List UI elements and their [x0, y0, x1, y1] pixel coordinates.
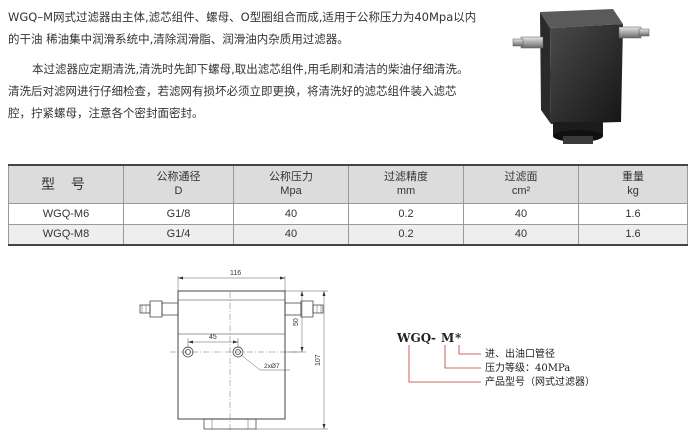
- cell-model: WGQ-M8: [8, 223, 124, 246]
- dim-width-label: 116: [230, 270, 241, 277]
- cell-precision: 0.2: [348, 202, 464, 225]
- cell-area: 40: [463, 202, 579, 225]
- cell-pressure: 40: [233, 223, 349, 246]
- legend-line-3: 产品型号（网式过滤器）: [485, 375, 595, 388]
- cell-weight: 1.6: [578, 202, 688, 225]
- dim-height-total-label: 107: [315, 354, 322, 366]
- legend-line-1: 进、出油口管径: [485, 347, 555, 360]
- code-star: *: [455, 331, 462, 345]
- dim-height-upper-label: 50: [293, 318, 300, 326]
- table-row: WGQ-M8 G1/4 40 0.2 40 1.6: [8, 223, 688, 246]
- cell-diameter: G1/4: [123, 223, 234, 246]
- cell-area: 40: [463, 223, 579, 246]
- cell-precision: 0.2: [348, 223, 464, 246]
- cell-model: WGQ-M6: [8, 202, 124, 225]
- model-code-legend: WGQ - M * 进、出油口管径 压力等级：40MPa 产品型号（网式过滤器）: [396, 331, 595, 388]
- cell-pressure: 40: [233, 202, 349, 225]
- cell-diameter: G1/8: [123, 202, 234, 225]
- intro-text: WGQ–M网式过滤器由主体,滤芯组件、螺母、O型圈组合而成,适用于公称压力为40…: [8, 6, 478, 124]
- code-m: M: [441, 331, 454, 345]
- cell-weight: 1.6: [578, 223, 688, 246]
- code-dash: -: [431, 331, 436, 345]
- header-model: 型 号: [8, 164, 124, 204]
- code-prefix: WGQ: [396, 331, 431, 345]
- hole-note-label: 2xØ7: [264, 363, 280, 370]
- technical-drawing: 116 45 2xØ7 50 107: [139, 270, 328, 432]
- filter-product-photo: [512, 9, 650, 144]
- table-row: WGQ-M6 G1/8 40 0.2 40 1.6: [8, 202, 688, 225]
- intro-paragraph-2: 本过滤器应定期清洗,清洗时先卸下螺母,取出滤芯组件,用毛刷和清洁的柴油仔细清洗。…: [8, 62, 469, 120]
- dim-hole-spacing-label: 45: [209, 334, 217, 341]
- legend-line-2: 压力等级：40MPa: [485, 361, 570, 374]
- intro-paragraph-1: WGQ–M网式过滤器由主体,滤芯组件、螺母、O型圈组合而成,适用于公称压力为40…: [8, 10, 477, 46]
